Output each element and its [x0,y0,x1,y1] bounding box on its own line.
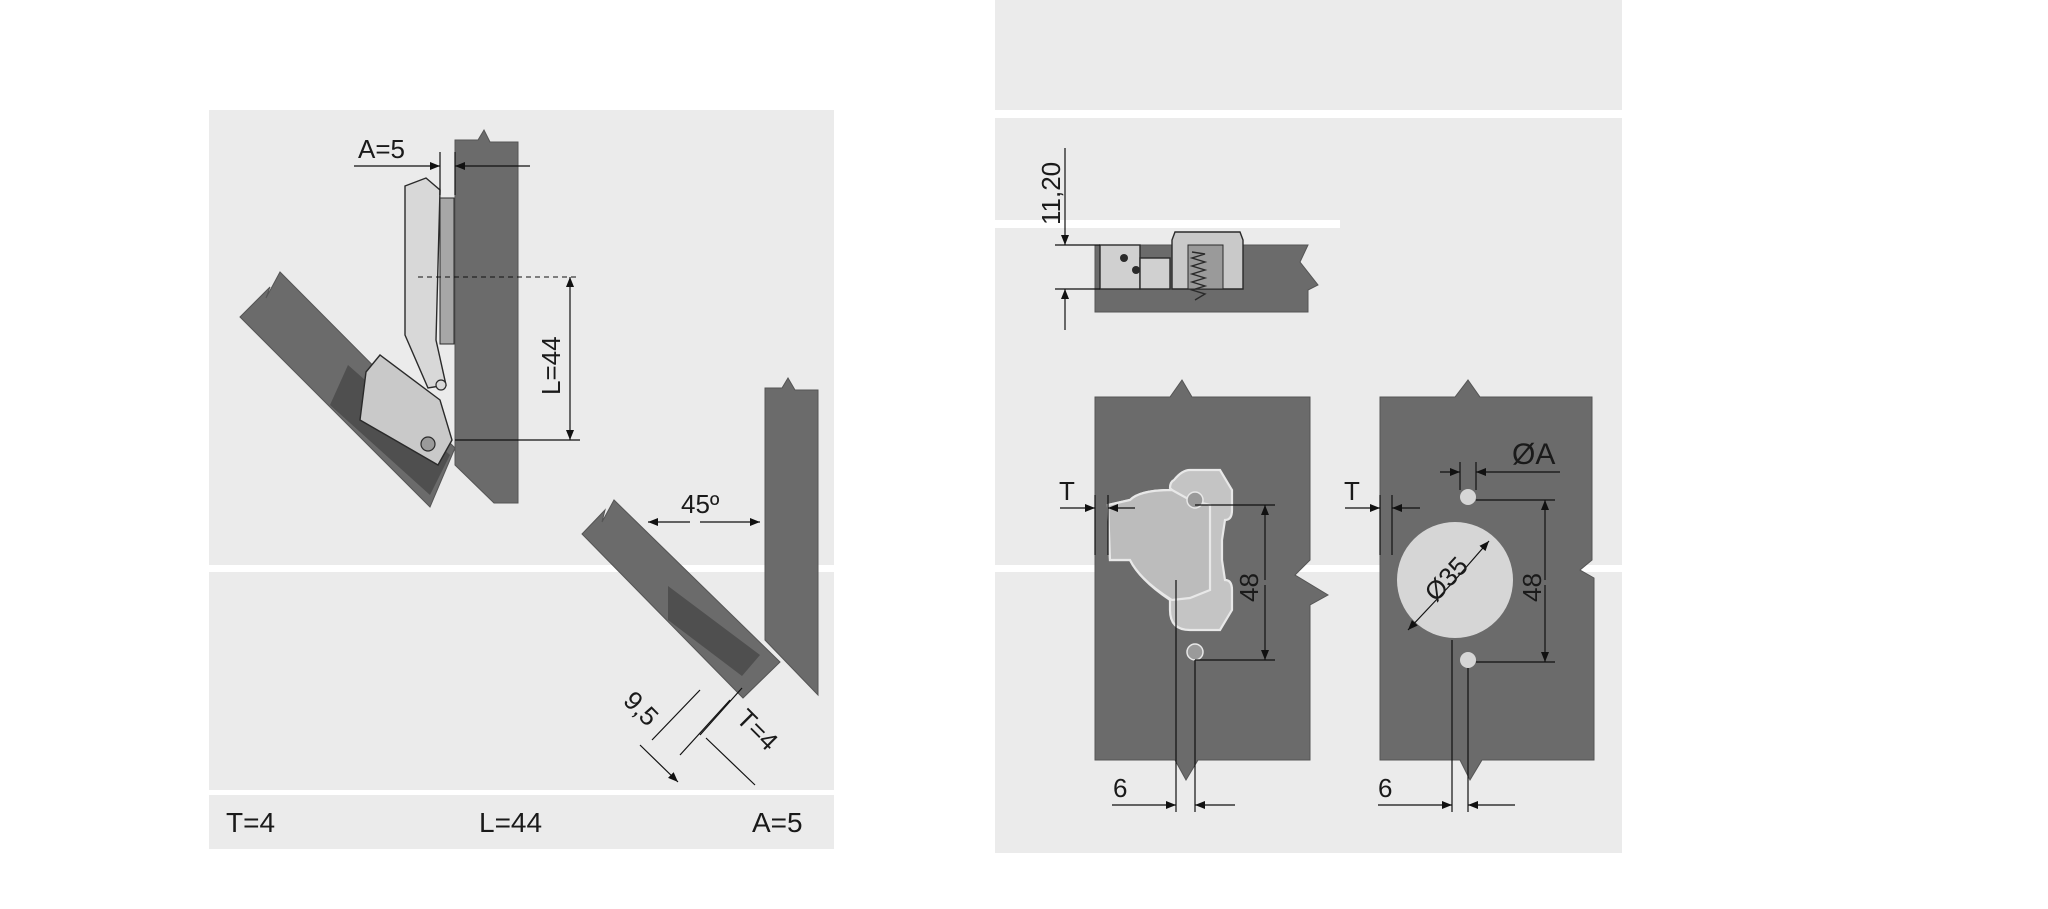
side-panel-board [454,128,519,504]
plate-screw-bottom-icon [1186,643,1204,661]
footer-t-label: T=4 [226,807,275,838]
drilling-dim-offset-label: 6 [1378,773,1392,803]
dim-a-label: A=5 [358,134,405,164]
plate-hole-icon-2 [1132,266,1140,274]
drilling-dim-spacing-label: 48 [1517,573,1547,602]
left-footer-separator [209,790,834,795]
plate-screw-top-icon [1186,491,1204,509]
right-panel-separator-mid [995,565,1622,572]
drilling-dim-t-label: T [1344,476,1360,506]
right-panel-separator-small [995,220,1340,228]
hinge-cup-recess-2 [668,586,760,676]
left-panel-separator [209,565,834,572]
angle-label: 45º [681,489,720,519]
left-panel: A=5 L=44 45º 9,5 T=4 T=4 L=44 A=5 [209,110,834,849]
hinge-screw-icon [420,436,436,452]
right-panel: 11,20 T 48 6 [995,0,1622,853]
dim-l-label: L=44 [536,336,566,395]
hinge-pivot-icon [435,379,447,391]
plate-side-profile [1099,244,1141,290]
side-panel-board-2 [764,377,819,697]
plate-dim-offset-label: 6 [1113,773,1127,803]
screw-hole-bottom-icon [1460,652,1476,668]
dim-height-label: 11,20 [1036,162,1066,225]
footer-l-label: L=44 [479,807,542,838]
hinge-arm [404,177,447,389]
plate-dim-t-label: T [1059,476,1075,506]
plate-dim-spacing-label: 48 [1234,573,1264,602]
footer-a-label: A=5 [752,807,803,838]
plate-hole-icon [1120,254,1128,262]
screw-thread-icon [1189,251,1208,301]
mounting-plate [439,197,455,345]
screw-hole-top-icon [1460,489,1476,505]
hole-dim-label: ØA [1512,438,1555,471]
left-panel-background [209,110,834,849]
right-panel-separator-top [995,110,1622,118]
